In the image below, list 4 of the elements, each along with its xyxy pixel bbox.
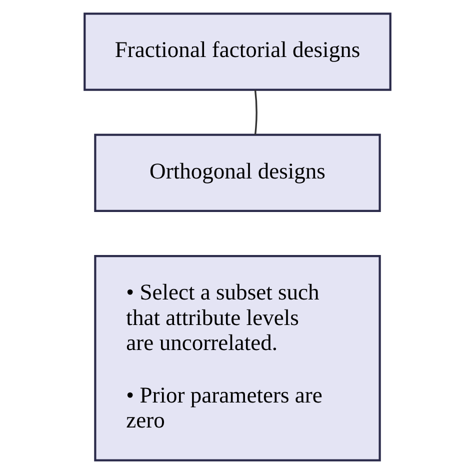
node-box: Fractional factorial designs <box>83 12 391 91</box>
node-box: • Select a subset such that attribute levels are uncorrelated. • Prior parameters are zero <box>94 254 380 462</box>
connector <box>254 90 257 135</box>
node-box: Orthogonal designs <box>94 134 380 212</box>
